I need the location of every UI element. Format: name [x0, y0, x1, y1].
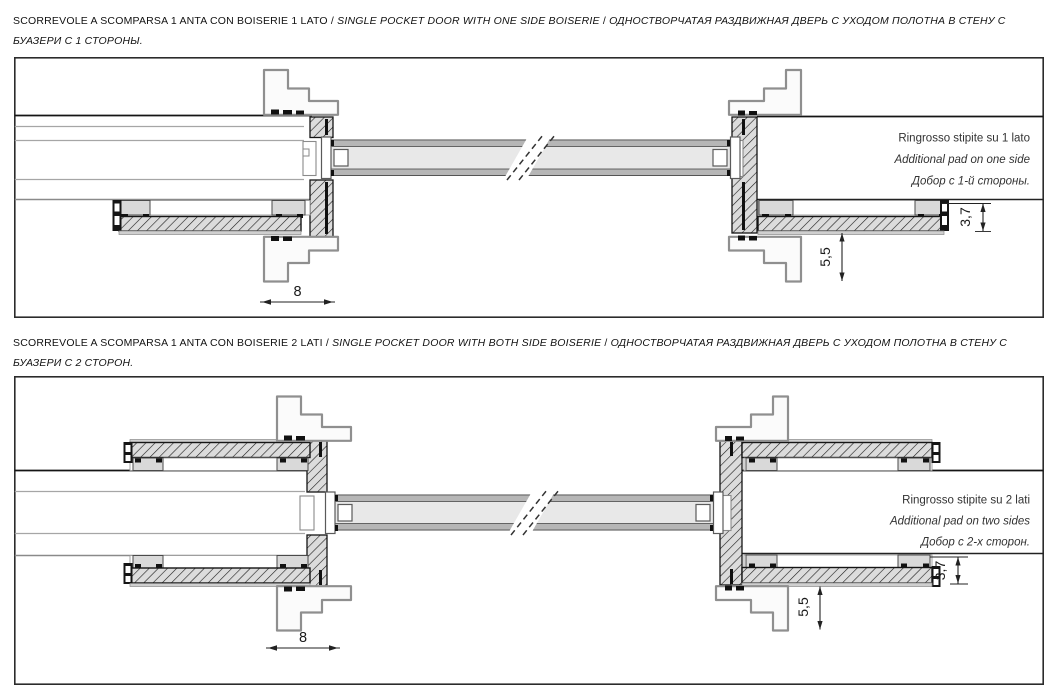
note-russian: Добор с 2-х сторон.	[919, 537, 1030, 549]
panel-one-side-boiserie: 8 3,7 5,5 Ringrosso stipite su 1 lato Ad…	[14, 56, 1045, 318]
door-edge-profile	[324, 491, 336, 535]
casing-profiles	[262, 68, 803, 283]
note-italian: Ringrosso stipite su 2 lati	[902, 495, 1030, 507]
note-russian: Добор с 1-й стороны.	[910, 176, 1030, 188]
casing-bottom-right	[714, 585, 790, 632]
title-italian: SCORREVOLE A SCOMPARSA 1 ANTA CON BOISER…	[13, 337, 323, 349]
note-block: Ringrosso stipite su 1 lato Additional p…	[893, 133, 1030, 188]
panel-end-cap	[123, 563, 133, 584]
section-title-one-side: SCORREVOLE A SCOMPARSA 1 ANTA CON BOISER…	[13, 15, 1006, 47]
casing-bottom-left	[262, 235, 340, 283]
door-closing-profile	[729, 136, 741, 180]
dim-5-5-label: 5,5	[795, 597, 811, 617]
casing-profiles	[275, 395, 790, 632]
title-english: SINGLE POCKET DOOR WITH BOTH SIDE BOISER…	[332, 337, 602, 349]
mounting-rail	[758, 200, 794, 216]
dim-8-label: 8	[293, 284, 301, 300]
boiserie-pad-upper-right	[741, 439, 941, 471]
panel-end-cap	[931, 566, 941, 587]
title-english: SINGLE POCKET DOOR WITH ONE SIDE BOISERI…	[337, 15, 600, 27]
note-english: Additional pad on two sides	[889, 516, 1030, 528]
door-leaf	[324, 488, 724, 537]
panel-end-cap	[931, 442, 941, 463]
dimension-pad-depth: 5,5	[795, 586, 823, 630]
mounting-rail	[118, 200, 151, 216]
casing-top-left	[262, 68, 340, 116]
gaskets	[284, 435, 744, 592]
panel-end-cap	[940, 200, 949, 231]
mounting-rail	[271, 200, 306, 216]
dim-3-7-label: 3,7	[932, 561, 948, 581]
casing-top-right	[727, 68, 803, 116]
dimension-pad-depth: 5,5	[817, 233, 845, 281]
break-symbol	[502, 133, 556, 182]
right-jamb-stile	[719, 437, 743, 586]
dimension-pad-thickness: 3,7	[942, 203, 991, 232]
boiserie-panel-lower-left	[123, 555, 311, 587]
break-symbol	[506, 488, 560, 537]
section-title-two-sides: SCORREVOLE A SCOMPARSA 1 ANTA CON BOISER…	[13, 337, 1008, 369]
wall-left	[14, 114, 312, 201]
gaskets	[271, 109, 757, 241]
door-leaf	[320, 133, 741, 182]
boiserie-pad-right	[757, 200, 949, 235]
casing-bottom-right	[727, 235, 803, 283]
note-italian: Ringrosso stipite su 1 lato	[898, 133, 1030, 145]
casing-bottom-left	[275, 585, 353, 632]
casing-top-left	[275, 395, 353, 442]
panel-end-cap	[112, 200, 122, 231]
note-block: Ringrosso stipite su 2 lati Additional p…	[889, 495, 1030, 549]
boiserie-pad-lower-right	[741, 554, 941, 587]
wall-right	[757, 115, 1044, 201]
dim-8-label: 8	[299, 630, 307, 646]
left-jamb-counterframe	[299, 439, 328, 588]
title-russian: ОДНОСТВОРЧАТАЯ РАЗДВИЖНАЯ ДВЕРЬ С УХОДОМ…	[13, 337, 1008, 369]
dim-3-7-label: 3,7	[957, 207, 973, 227]
dimension-pocket-offset: 8	[260, 284, 335, 305]
door-closing-profile	[712, 491, 724, 535]
note-english: Additional pad on one side	[893, 154, 1030, 166]
panel-end-cap	[123, 442, 133, 463]
dimension-pad-thickness: 3,7	[930, 556, 968, 585]
boiserie-panel-upper-left	[123, 439, 311, 471]
panel-border	[14, 56, 1045, 318]
dim-5-5-label: 5,5	[817, 247, 833, 267]
boiserie-panel-left	[112, 200, 311, 235]
casing-top-right	[714, 395, 790, 442]
panel-two-sides-boiserie: 8 3,7 5,5 Ringrosso stipite su 2 lati Ad…	[14, 375, 1045, 685]
title-italian: SCORREVOLE A SCOMPARSA 1 ANTA CON BOISER…	[13, 15, 328, 27]
dimension-pocket-offset: 8	[266, 630, 340, 651]
title-russian: ОДНОСТВОРЧАТАЯ РАЗДВИЖНАЯ ДВЕРЬ С УХОДОМ…	[13, 15, 1006, 47]
door-edge-profile	[320, 136, 332, 180]
